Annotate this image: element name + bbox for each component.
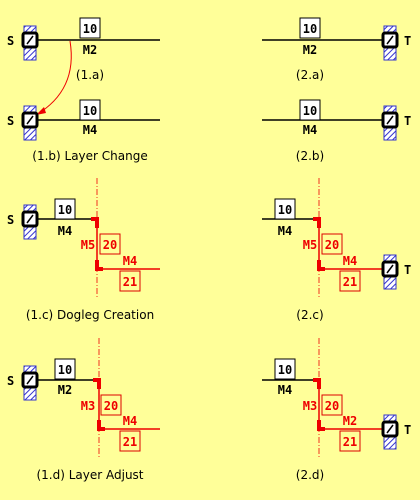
dogleg-box [100, 394, 122, 416]
caption-1d: (1.d) Layer Adjust [36, 468, 143, 482]
terminal-label-s: S [7, 114, 14, 128]
via-upper [91, 217, 99, 228]
caption-2d: (2.d) [296, 468, 324, 482]
segment-id: 10 [278, 363, 292, 377]
dogleg-layer: M5 [81, 238, 95, 252]
layer-label: M4 [278, 224, 292, 238]
panel-2d: T 10 M4 20 M3 M2 21 (2.d) [262, 338, 411, 482]
terminal-label-t: T [404, 423, 411, 437]
panel-2a: T 10 M2 (2.a) [262, 17, 411, 82]
panel-1b: S 10 M4 (1.b) Layer Change [7, 99, 160, 163]
segment-box [274, 198, 296, 220]
panel-1d: S 10 M2 20 M3 M4 21 (1.d) Layer Adjust [7, 338, 160, 482]
segment-id: 10 [83, 104, 97, 118]
dogleg-id: 20 [103, 238, 117, 252]
via-lower [95, 260, 103, 271]
terminal-slash [26, 375, 34, 385]
layer-label: M4 [58, 224, 72, 238]
via-lower [97, 420, 105, 431]
terminal-label-s: S [7, 213, 14, 227]
segment-box [79, 99, 101, 121]
caption-2b: (2.b) [296, 149, 324, 163]
caption-1b: (1.b) Layer Change [32, 149, 147, 163]
dogleg-box [119, 270, 141, 292]
segment-box [79, 17, 101, 39]
terminal-slash [386, 264, 394, 274]
terminal-slash [386, 115, 394, 125]
layer-label: M2 [303, 43, 317, 57]
dogleg-id: 21 [343, 435, 357, 449]
terminal-slash [26, 214, 34, 224]
dogleg-layer: M4 [123, 254, 137, 268]
terminal-label-s: S [7, 34, 14, 48]
terminal-slash [26, 35, 34, 45]
caption-1c: (1.c) Dogleg Creation [26, 308, 154, 322]
dogleg-box [99, 233, 121, 255]
segment-box [274, 358, 296, 380]
dogleg-layer: M4 [123, 414, 137, 428]
dogleg-box [339, 270, 361, 292]
caption-2a: (2.a) [296, 68, 324, 82]
dogleg-layer: M3 [303, 399, 317, 413]
terminal-label-t: T [404, 263, 411, 277]
dogleg-box [119, 430, 141, 452]
dogleg-layer: M5 [303, 238, 317, 252]
layer-label: M2 [58, 383, 72, 397]
terminal-slash [26, 115, 34, 125]
dogleg-layer: M3 [81, 399, 95, 413]
panel-2c: T 10 M4 20 M5 M4 21 (2.c) [262, 178, 411, 322]
dogleg-box [321, 233, 343, 255]
dogleg-layer: M4 [343, 254, 357, 268]
segment-id: 10 [83, 22, 97, 36]
via-upper [93, 378, 101, 389]
dogleg-id: 21 [343, 275, 357, 289]
layer-change-arrow [35, 40, 72, 116]
arrow-head-icon [36, 107, 46, 115]
dogleg-layer: M2 [343, 414, 357, 428]
panel-1a: S 10 M2 (1.a) [7, 17, 160, 82]
via-upper [313, 217, 321, 228]
terminal-label-s: S [7, 374, 14, 388]
via-lower [317, 420, 325, 431]
segment-box [299, 17, 321, 39]
via-lower [317, 260, 325, 271]
caption-1a: (1.a) [76, 68, 104, 82]
segment-id: 10 [58, 363, 72, 377]
segment-id: 10 [278, 203, 292, 217]
via-upper [313, 378, 321, 389]
dogleg-id: 21 [123, 435, 137, 449]
segment-id: 10 [58, 203, 72, 217]
layer-label: M4 [303, 123, 317, 137]
terminal-slash [386, 35, 394, 45]
dogleg-box [339, 430, 361, 452]
layer-label: M2 [83, 43, 97, 57]
terminal-label-t: T [404, 34, 411, 48]
dogleg-id: 21 [123, 275, 137, 289]
dogleg-id: 20 [104, 399, 118, 413]
dogleg-id: 20 [325, 238, 339, 252]
segment-id: 10 [303, 22, 317, 36]
terminal-slash [386, 424, 394, 434]
panel-1c: S 10 M4 20 M5 M4 21 (1.c) Dogleg Creatio… [7, 178, 160, 322]
segment-box [54, 198, 76, 220]
segment-id: 10 [303, 104, 317, 118]
caption-2c: (2.c) [296, 308, 323, 322]
dogleg-box [321, 394, 343, 416]
terminal-label-t: T [404, 114, 411, 128]
segment-box [299, 99, 321, 121]
dogleg-id: 20 [325, 399, 339, 413]
layer-label: M4 [83, 123, 97, 137]
layer-label: M4 [278, 383, 292, 397]
segment-box [54, 358, 76, 380]
panel-2b: T 10 M4 (2.b) [262, 99, 411, 163]
